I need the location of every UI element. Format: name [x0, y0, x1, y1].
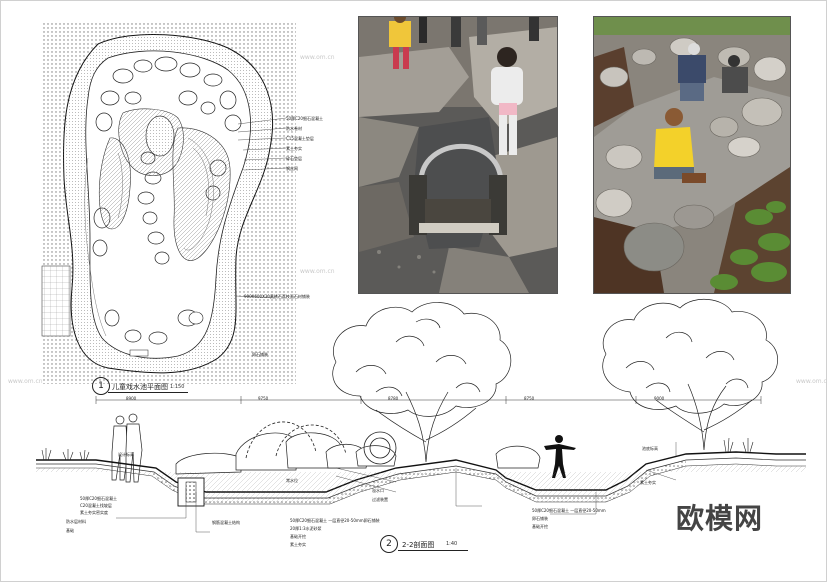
section-child-silhouette — [544, 435, 576, 478]
section-dim-5: 9000 — [654, 396, 665, 401]
section-left-label-5: 基础 — [66, 528, 74, 533]
plan-title: 儿童戏水池平面图 — [112, 383, 168, 391]
section-right-label-4: 素土夯实 — [640, 480, 656, 485]
section-mid-label-1: 钢筋混凝土结构 — [212, 520, 240, 525]
section-tree-left — [332, 302, 512, 463]
section-dim-3: 8780 — [388, 396, 399, 401]
plan-callout-1: 50厚C20细石混凝土 — [286, 116, 323, 121]
section-grass-tufts — [41, 437, 754, 461]
level-mark-bottom: 池底标高 — [642, 446, 658, 451]
section-title-underline — [398, 550, 468, 551]
section-arch-gate — [245, 421, 397, 465]
plan-callout-2: 防水卷材 — [286, 126, 302, 131]
section-left-label-1: 50厚C20细石混凝土 — [80, 496, 117, 501]
section-mid-label-3: 20厚1:3水泥砂浆 — [290, 526, 322, 531]
watermark-logo-text: 欧模网 — [676, 502, 764, 535]
section-dim-1: 8900 — [126, 396, 137, 401]
children-stepping-stones-photo — [358, 16, 558, 294]
section-right-label-3: 基础开挖 — [532, 524, 548, 529]
watermark-small-3: www.om.cn — [8, 378, 43, 385]
plan-callout-5: 碎石垫层 — [286, 156, 302, 161]
plan-title-number: 1 — [92, 377, 110, 395]
section-title-number: 2 — [380, 535, 398, 553]
plan-callout-4: 素土夯实 — [286, 146, 302, 151]
stepping-stones — [92, 56, 242, 345]
plan-callout-3: C15混凝土垫层 — [286, 136, 314, 141]
watermark-small-4: www.om.cn — [796, 378, 827, 385]
section-title: 2-2剖面图 — [402, 541, 435, 549]
section-left-label-3: 素土夯实密实度 — [80, 510, 108, 515]
section-right-label-1: 50厚C20细石混凝土 一层直径20-50mm — [532, 508, 606, 513]
section-left-label-4: 防水层材料 — [66, 519, 86, 524]
section-dim-2: 9750 — [258, 396, 269, 401]
plan-title-underline — [108, 392, 188, 393]
plan-callout-paving: 900X600X30黄锈石荔枝面石材铺装 — [244, 294, 310, 299]
section-left-label-2: C20混凝土找坡层 — [80, 503, 112, 508]
plan-scale: 1:150 — [170, 384, 185, 390]
section-dimension-line — [95, 396, 762, 404]
section-2-2-drawing — [36, 298, 806, 533]
section-mid-label-6: 溢水口 — [372, 488, 384, 493]
level-mark-design: 设计标高 — [118, 452, 134, 457]
plan-bottom-note: 卵石铺装 — [252, 352, 268, 357]
section-right-label-2: 卵石铺装 — [532, 516, 548, 521]
section-dim-4: 8750 — [524, 396, 535, 401]
plan-callout-6: 钢丝网 — [286, 166, 298, 171]
watermark-small-2: www.om.cn — [300, 268, 335, 275]
section-mid-label-7: 过滤装置 — [372, 497, 388, 502]
section-mid-label-2: 50厚C20细石混凝土 一层直径20-50mm卵石铺装 — [290, 518, 380, 523]
watermark-small-1: www.om.cn — [300, 54, 335, 61]
pool-plan-drawing — [41, 22, 296, 384]
section-mid-label-4: 基础开挖 — [290, 534, 306, 539]
child-playing-rock-stream-photo — [593, 16, 791, 294]
section-mid-label-5: 素土夯实 — [290, 542, 306, 547]
section-tree-right — [602, 298, 779, 451]
section-scale: 1:40 — [446, 541, 458, 547]
level-mark-water: 常水位 — [286, 478, 298, 483]
